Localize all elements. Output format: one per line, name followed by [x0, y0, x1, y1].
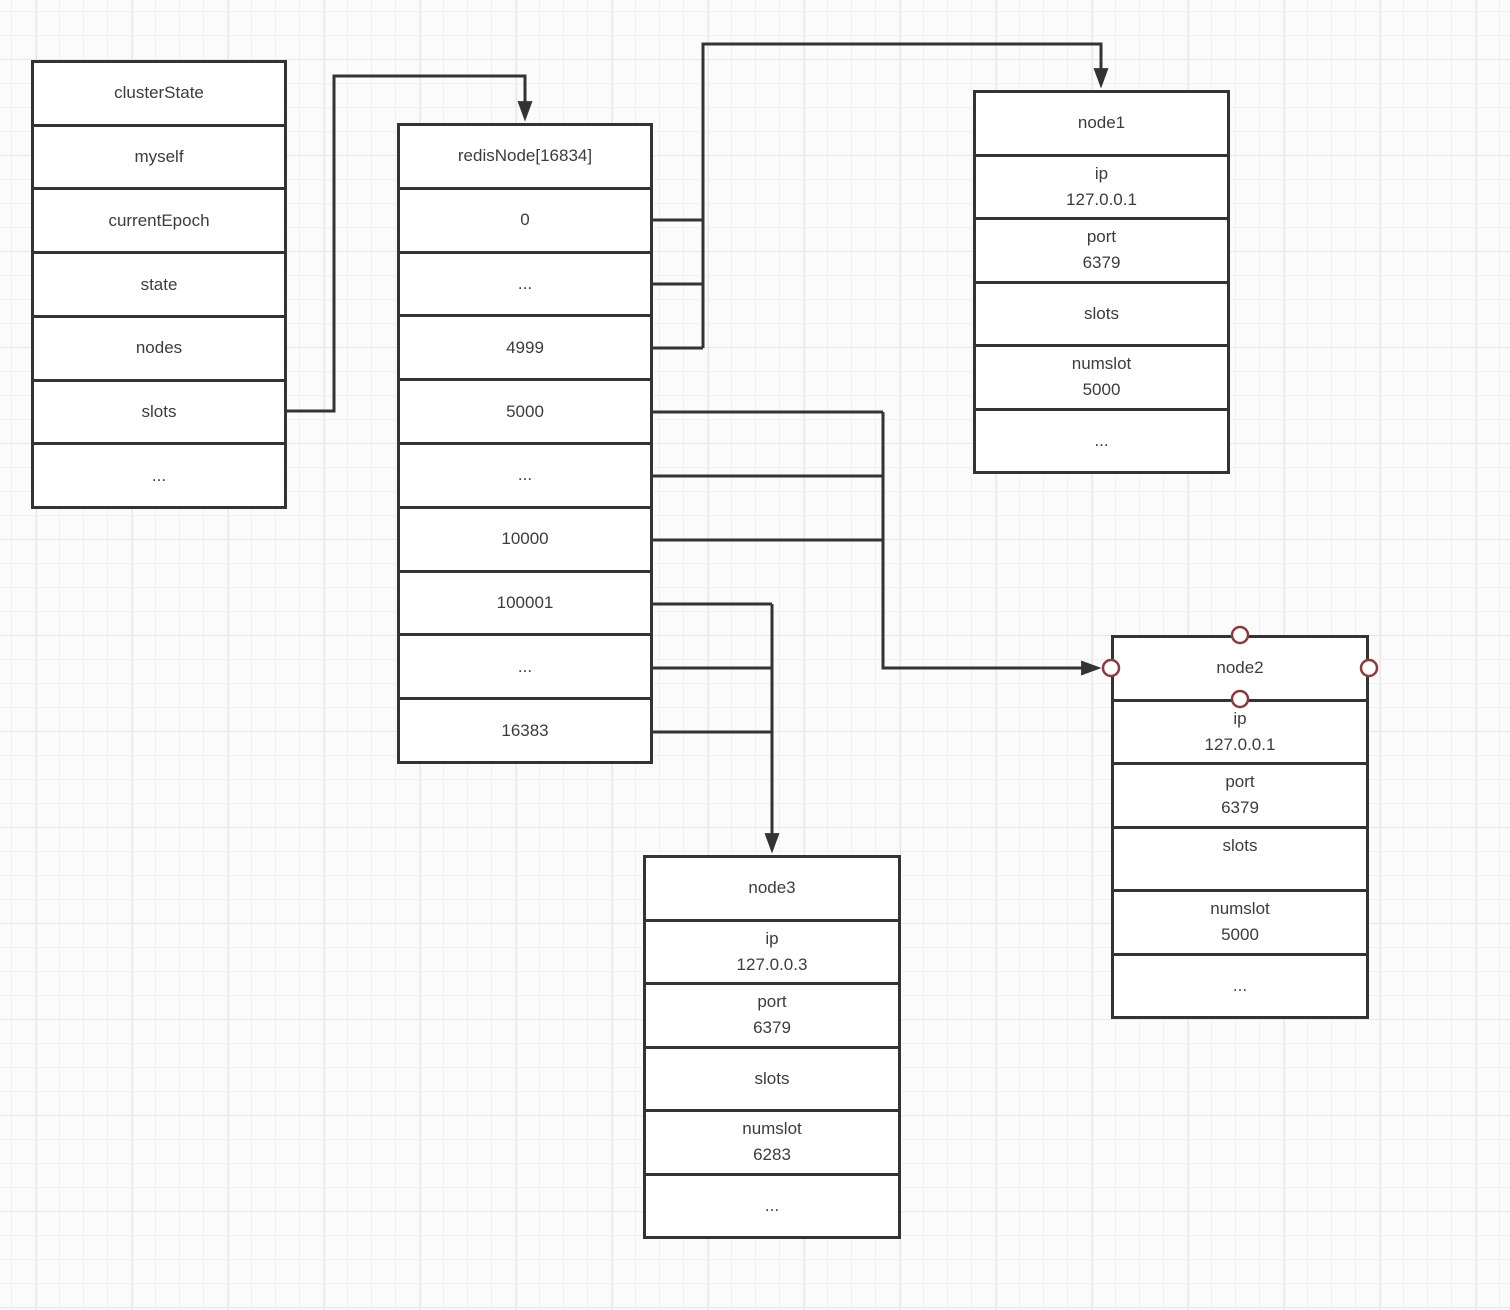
field-label: port [757, 992, 787, 1012]
row-text: state [140, 274, 178, 294]
node2-row-numslot: numslot 5000 [1114, 892, 1366, 956]
row-text: myself [134, 147, 184, 167]
node1-row-ip: ip 127.0.0.1 [976, 157, 1227, 220]
node3-row-numslot: numslot 6283 [646, 1112, 898, 1176]
clusterstate-row-myself: myself [34, 127, 284, 191]
redisnode-array-box[interactable]: redisNode[16834] 0 ... 4999 5000 ... 100… [397, 123, 653, 764]
field-value: 127.0.0.1 [1204, 734, 1276, 754]
redisnode-row-16383: 16383 [400, 700, 650, 761]
node1-row-slots: slots [976, 284, 1227, 347]
field-value: 5000 [1082, 380, 1121, 400]
node2-row-ellipsis: ... [1114, 956, 1366, 1017]
row-text: ... [517, 656, 533, 676]
row-text: 10000 [501, 529, 549, 549]
node2-box[interactable]: node2 ip 127.0.0.1 port 6379 slots numsl… [1111, 635, 1369, 1019]
field-label: numslot [742, 1119, 802, 1139]
clusterstate-row-ellipsis: ... [34, 445, 284, 506]
row-text: ... [517, 273, 533, 293]
clusterstate-box-title: clusterState [34, 63, 284, 127]
field-label: numslot [1071, 354, 1132, 374]
field-value: 6379 [1221, 798, 1259, 818]
node3-box-title: node3 [646, 858, 898, 922]
field-value: 6379 [753, 1018, 791, 1038]
field-value: 6283 [753, 1145, 791, 1165]
node1-row-numslot: numslot 5000 [976, 347, 1227, 411]
redisnode-row-4999: 4999 [400, 317, 650, 382]
row-text: ... [764, 1195, 780, 1215]
field-label: ip [1233, 708, 1247, 728]
node3-row-ellipsis: ... [646, 1176, 898, 1237]
node1-row-ellipsis: ... [976, 411, 1227, 472]
clusterstate-row-nodes: nodes [34, 318, 284, 382]
redisnode-row-0: 0 [400, 190, 650, 254]
clusterstate-row-currentepoch: currentEpoch [34, 190, 284, 255]
field-label: numslot [1210, 899, 1270, 919]
redisnode-row-ellipsis-3: ... [400, 636, 650, 701]
row-text: currentEpoch [108, 210, 210, 230]
node3-box[interactable]: node3 ip 127.0.0.3 port 6379 slots numsl… [643, 855, 901, 1239]
row-text: slots [141, 401, 177, 421]
box-title-text: node3 [748, 878, 796, 898]
clusterstate-row-slots: slots [34, 382, 284, 446]
box-title-text: node2 [1216, 658, 1264, 678]
box-title-text: redisNode[16834] [457, 146, 593, 166]
node3-row-slots: slots [646, 1049, 898, 1112]
row-text: 5000 [506, 401, 544, 421]
row-text: 100001 [496, 592, 554, 612]
row-text: ... [517, 465, 533, 485]
row-text: 0 [520, 210, 530, 230]
node2-row-ip: ip 127.0.0.1 [1114, 702, 1366, 765]
box-title-text: node1 [1077, 113, 1126, 133]
field-value: 6379 [1082, 253, 1121, 273]
redisnode-box-title: redisNode[16834] [400, 126, 650, 190]
node1-box-title: node1 [976, 93, 1227, 157]
node2-row-port: port 6379 [1114, 765, 1366, 829]
field-label: ip [765, 928, 779, 948]
redisnode-row-ellipsis-2: ... [400, 445, 650, 509]
row-text: 16383 [501, 720, 549, 740]
clusterstate-box[interactable]: clusterState myself currentEpoch state n… [31, 60, 287, 509]
node1-row-port: port 6379 [976, 220, 1227, 284]
row-text: nodes [135, 338, 183, 358]
field-label: port [1225, 772, 1255, 792]
field-label: slots [754, 1068, 790, 1088]
box-title-text: clusterState [114, 83, 204, 103]
field-label: slots [1222, 835, 1258, 855]
node3-row-ip: ip 127.0.0.3 [646, 922, 898, 985]
node1-box[interactable]: node1 ip 127.0.0.1 port 6379 slots numsl… [973, 90, 1230, 474]
field-label: slots [1084, 303, 1119, 323]
row-text: ... [1232, 975, 1248, 995]
clusterstate-row-state: state [34, 254, 284, 318]
field-value: 127.0.0.3 [736, 954, 808, 974]
field-label: ip [1094, 163, 1109, 183]
row-text: ... [1094, 430, 1109, 450]
row-text: ... [151, 465, 167, 485]
node2-row-slots: slots [1114, 829, 1366, 892]
redisnode-row-5000: 5000 [400, 381, 650, 445]
node2-box-title: node2 [1114, 638, 1366, 702]
row-text: 4999 [506, 337, 544, 357]
field-value: 127.0.0.1 [1066, 189, 1137, 209]
redisnode-row-10000: 10000 [400, 509, 650, 573]
node3-row-port: port 6379 [646, 985, 898, 1049]
redisnode-row-100001: 100001 [400, 573, 650, 637]
field-value: 5000 [1221, 925, 1259, 945]
redisnode-row-ellipsis-1: ... [400, 254, 650, 318]
field-label: port [1086, 227, 1117, 247]
